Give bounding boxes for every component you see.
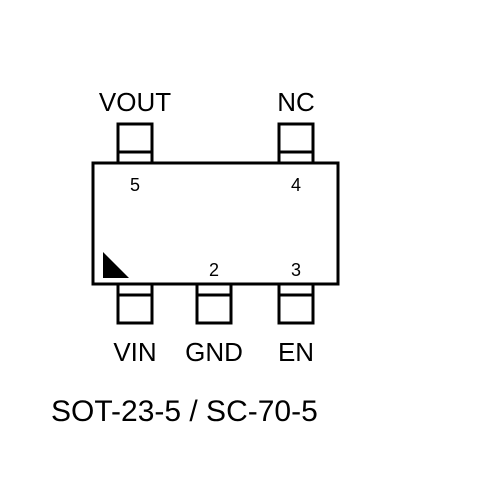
pin-1-lead [116, 282, 154, 325]
pin-2-number: 2 [209, 260, 219, 280]
pin-3-number: 3 [291, 260, 301, 280]
pin-4-number: 4 [291, 175, 301, 195]
pin-5-name: VOUT [99, 87, 171, 117]
pin-4-name: NC [277, 87, 315, 117]
corner-triangle-icon [103, 252, 129, 278]
pin-5-number: 5 [130, 175, 140, 195]
pin-4-lead [277, 122, 315, 165]
pin-1-name: VIN [113, 337, 156, 367]
pin-2-name: GND [185, 337, 243, 367]
pin-3-name: EN [278, 337, 314, 367]
pin-2-lead [195, 282, 233, 325]
pin-3-lead [277, 282, 315, 325]
package-label: SOT-23-5 / SC-70-5 [51, 395, 318, 428]
pin-5-lead [116, 122, 154, 165]
